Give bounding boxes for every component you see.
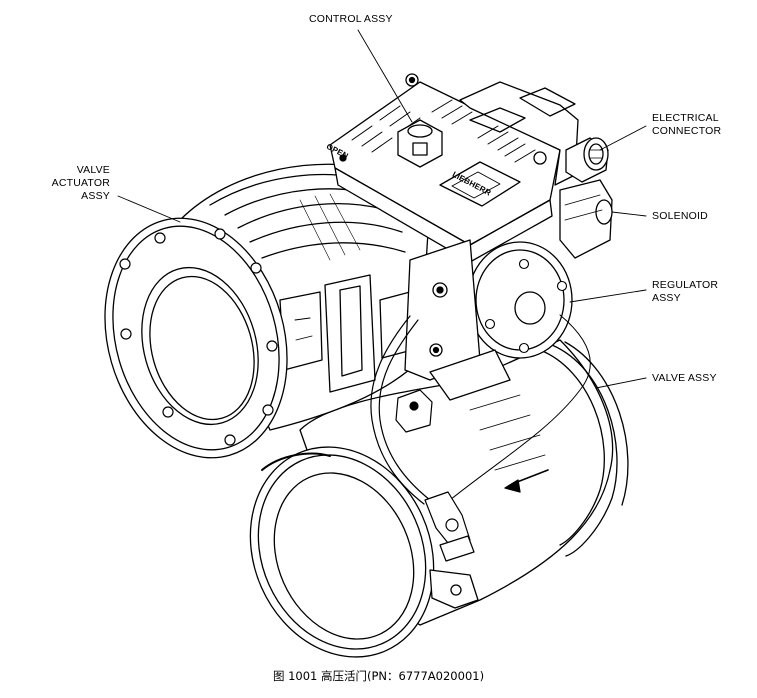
callout-electrical-connector-line-2: CONNECTOR [652, 125, 722, 137]
regulator-assembly [404, 239, 573, 401]
callout-valve-assy: VALVE ASSY [652, 372, 717, 384]
inlet-flange [249, 446, 479, 658]
callout-control-assy: CONTROL ASSY [309, 13, 393, 25]
callout-valve-actuator-line-1: VALVE [76, 164, 110, 176]
callout-valve-actuator-assy: VALVE ACTUATOR ASSY [40, 164, 110, 203]
leader-lines [117, 29, 647, 389]
callout-regulator-line-2: ASSY [652, 292, 681, 304]
callout-solenoid: SOLENOID [652, 210, 708, 222]
electrical-connector [565, 137, 609, 183]
actuator-end-cover [104, 217, 288, 459]
callout-electrical-connector-line-1: ELECTRICAL [652, 112, 719, 124]
sense-line [370, 314, 591, 562]
callout-regulator-assy: REGULATOR ASSY [652, 279, 718, 305]
callout-regulator-line-1: REGULATOR [652, 279, 719, 291]
figure-caption: 图 1001 高压活门(PN：6777A020001) [272, 669, 485, 683]
callout-valve-actuator-line-3: ASSY [81, 190, 110, 202]
solenoid [559, 179, 613, 259]
callout-valve-actuator-line-2: ACTUATOR [51, 177, 110, 189]
callout-electrical-connector: ELECTRICAL CONNECTOR [652, 112, 721, 138]
